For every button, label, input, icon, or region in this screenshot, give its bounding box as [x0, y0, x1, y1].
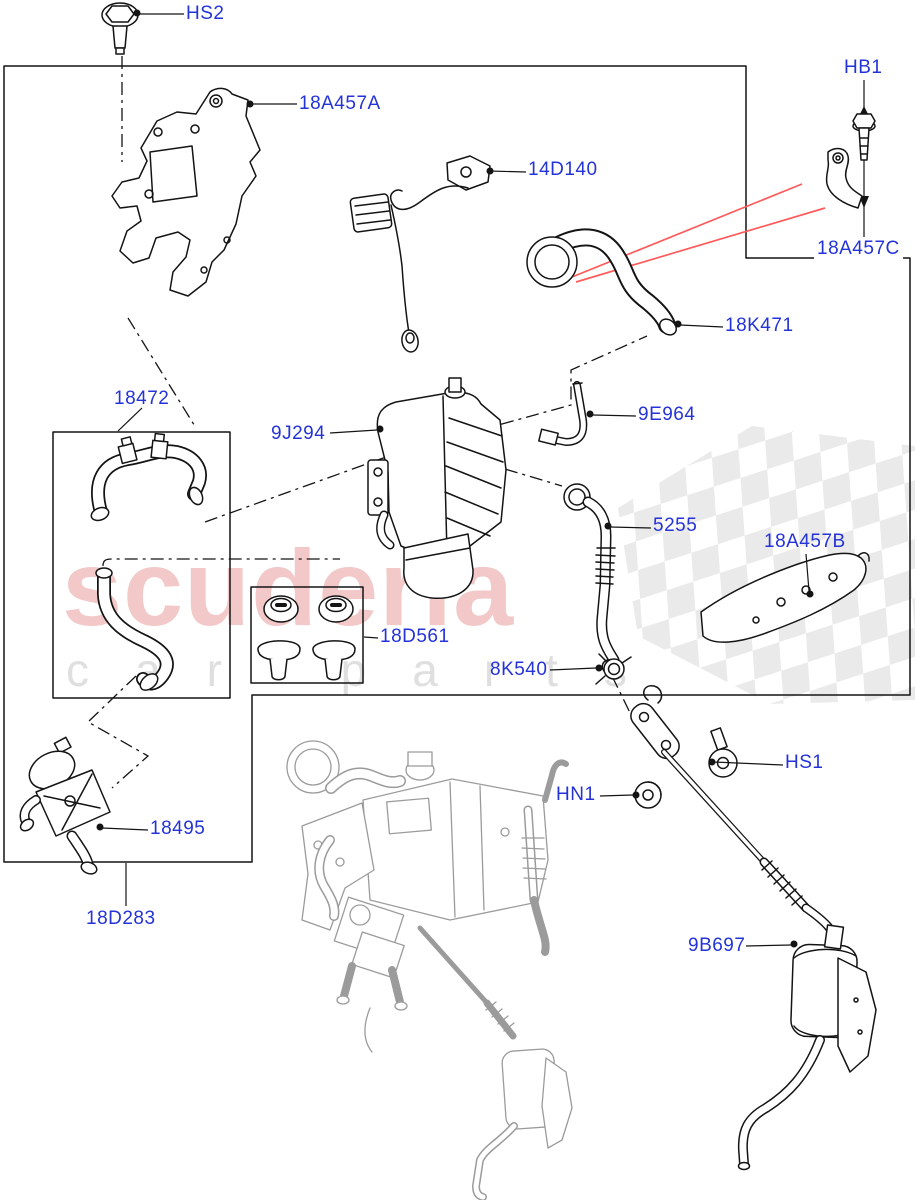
brand-watermark: scuderia car parts: [62, 527, 627, 696]
assembly-lines: [86, 56, 648, 789]
bracket-18a457b: [700, 552, 870, 643]
part-label-hs1: HS1: [785, 752, 824, 773]
bracket-18a457c: [825, 147, 863, 209]
part-label-18k471: 18K471: [725, 315, 794, 336]
hose-18k471: [526, 228, 677, 336]
part-label-hb1: HB1: [844, 57, 883, 78]
part-label-18a457b: 18A457B: [764, 531, 846, 552]
part-label-18d283: 18D283: [86, 908, 156, 929]
part-label-9e964: 9E964: [638, 404, 696, 425]
part-label-hs2: HS2: [186, 3, 225, 24]
part-label-9j294: 9J294: [271, 423, 326, 444]
part-label-5255: 5255: [653, 515, 698, 536]
ghost-assembly: [286, 740, 573, 1200]
screw-hs2: [101, 2, 139, 55]
valve-18495: [19, 736, 111, 875]
hose-kit-box-18472: [52, 431, 231, 699]
part-label-18495: 18495: [150, 818, 206, 839]
part-label-18a457a: 18A457A: [299, 93, 381, 114]
part-label-hn1: HN1: [556, 784, 596, 805]
part-label-18a457c: 18A457C: [814, 239, 903, 259]
part-label-9b697: 9B697: [688, 935, 746, 956]
clamp-8k540: [595, 653, 632, 685]
hanger-assembly: [630, 685, 841, 951]
muffler-9b697: [737, 924, 877, 1171]
vent-pipe-9e964: [538, 381, 588, 446]
harness-14d140: [349, 155, 491, 353]
grommet-kit-box-18d561: [250, 586, 364, 684]
leader-lines: [96, 9, 814, 948]
grommet-kit-18d561: [257, 595, 356, 681]
red-pointer-lines: [571, 183, 826, 283]
part-label-14d140: 14D140: [528, 159, 598, 180]
bracket-18a457a: [111, 87, 261, 297]
bolt-hb1: [852, 80, 876, 237]
hose-kit-18472: [90, 432, 207, 691]
checkered-flag-watermark: [618, 426, 915, 704]
part-label-18472: 18472: [114, 388, 170, 409]
part-label-18d561: 18D561: [380, 626, 450, 647]
part-label-8k540: 8K540: [490, 659, 548, 680]
heater-unit-9j294: [367, 377, 507, 599]
screw-hs1: [708, 727, 738, 778]
